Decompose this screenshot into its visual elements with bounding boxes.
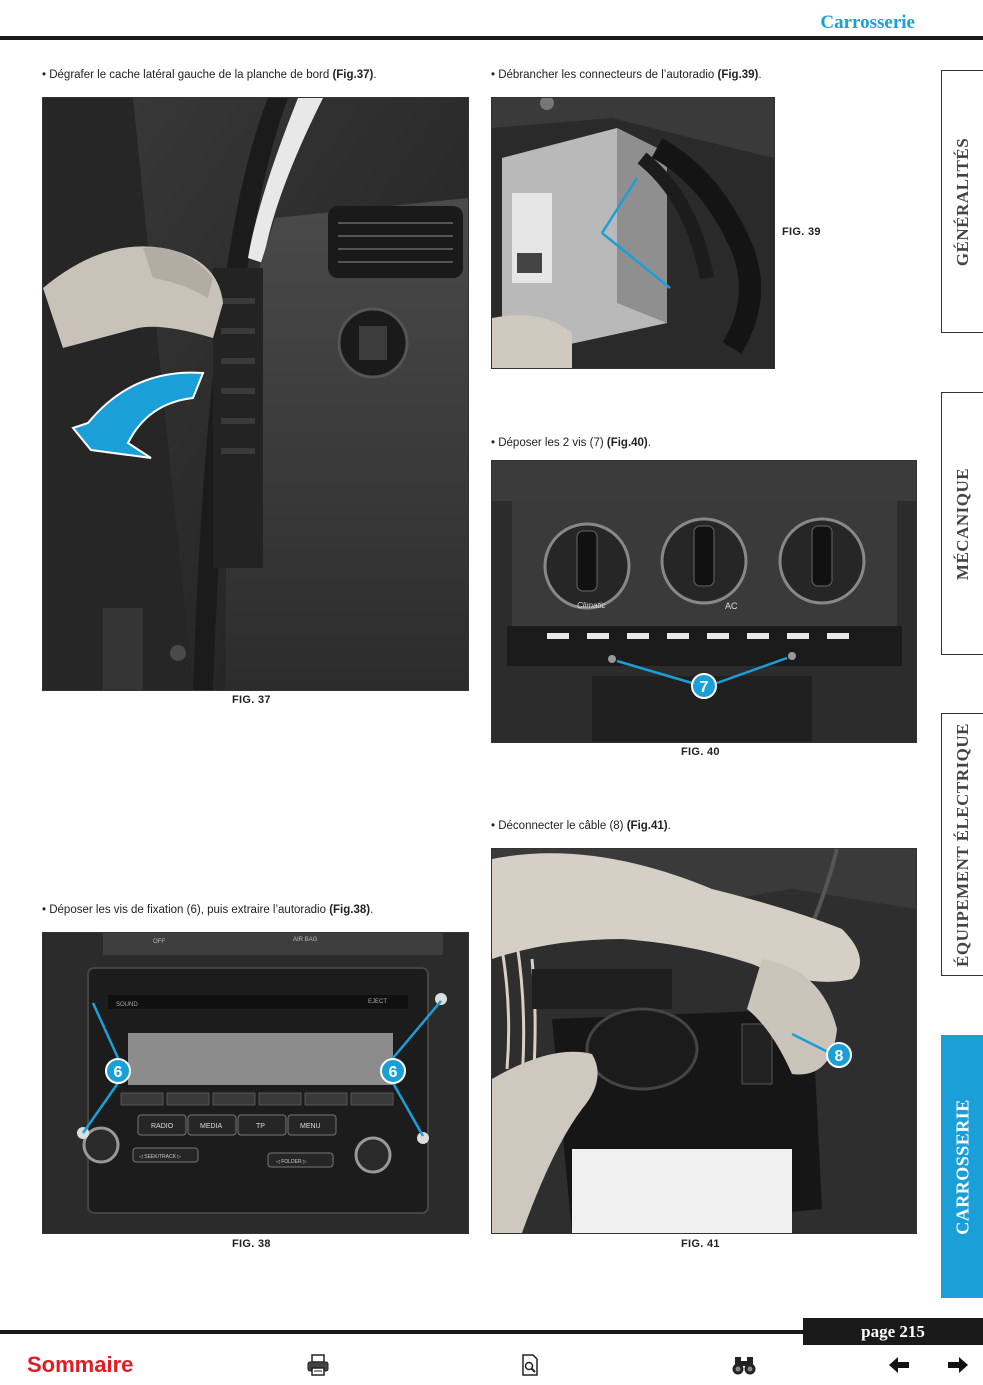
radio-button-media: MEDIA [200, 1123, 223, 1130]
radio-button-radio: RADIO [151, 1123, 174, 1130]
radio-button-tp: TP [256, 1123, 265, 1130]
sommaire-link[interactable]: Sommaire [27, 1352, 134, 1377]
tab-generalites[interactable]: GÉNÉRALITÉS [941, 70, 983, 333]
caption-fig38: FIG. 38 [232, 1238, 271, 1250]
footer-rule [0, 1330, 983, 1334]
document-search-icon[interactable] [517, 1352, 543, 1378]
instruction-fig41: • Déconnecter le câble (8) (Fig.41). [491, 820, 671, 832]
callout-6-right: 6 [389, 1064, 398, 1081]
instruction-fig39: • Débrancher les connecteurs de l’autora… [491, 69, 762, 81]
binoculars-icon[interactable] [731, 1352, 757, 1378]
photo-fig40: Climatic AC 7 [491, 460, 917, 743]
section-title: Carrosserie [820, 12, 915, 33]
photo-fig39 [491, 97, 775, 369]
radio-seek-label: ◁ SEEK/TRACK ▷ [139, 1154, 181, 1160]
radio-folder-label: ◁ FOLDER ▷ [276, 1159, 307, 1165]
callout-6-left: 6 [114, 1064, 123, 1081]
header-rule [0, 36, 983, 40]
radio-button-menu: MENU [300, 1123, 321, 1130]
climatic-label: Climatic [577, 601, 605, 610]
photo-fig37 [42, 97, 469, 691]
photo-fig41: 8 [491, 848, 917, 1234]
printer-icon[interactable] [305, 1352, 331, 1378]
ac-label: AC [725, 601, 738, 611]
arrow-right-icon[interactable] [945, 1352, 971, 1378]
radio-eject-label: EJECT [368, 999, 387, 1005]
caption-fig39: FIG. 39 [782, 226, 821, 238]
photo-fig38: OFF AIR BAG SOUND EJECT RADIO MEDIA TP M… [42, 932, 469, 1234]
callout-7: 7 [700, 679, 709, 696]
instruction-fig40: • Déposer les 2 vis (7) (Fig.40). [491, 437, 651, 449]
page-number: page 215 [803, 1318, 983, 1345]
instruction-fig37: • Dégrafer le cache latéral gauche de la… [42, 69, 377, 81]
callout-8: 8 [835, 1048, 844, 1065]
caption-fig37: FIG. 37 [232, 694, 271, 706]
caption-fig40: FIG. 40 [681, 746, 720, 758]
radio-off-label: OFF [153, 939, 165, 945]
tab-carrosserie[interactable]: CARROSSERIE [941, 1035, 983, 1298]
arrow-left-icon[interactable] [886, 1352, 912, 1378]
instruction-fig38: • Déposer les vis de fixation (6), puis … [42, 904, 374, 916]
radio-sound-label: SOUND [116, 1002, 138, 1008]
tab-equipement-electrique[interactable]: ÉQUIPEMENT ÉLECTRIQUE [941, 713, 983, 976]
tab-mecanique[interactable]: MÉCANIQUE [941, 392, 983, 655]
radio-airbag-label: AIR BAG [293, 937, 318, 943]
caption-fig41: FIG. 41 [681, 1238, 720, 1250]
